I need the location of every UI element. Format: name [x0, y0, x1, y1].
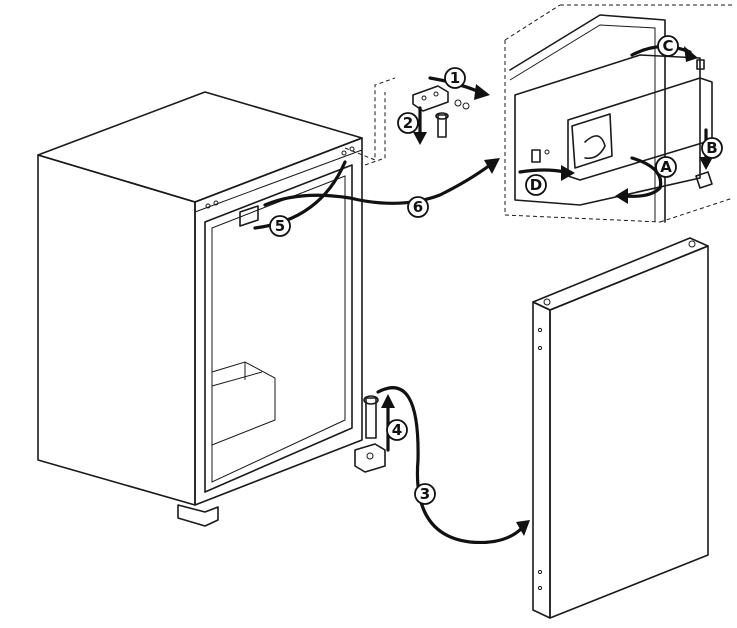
arrowhead-icon	[699, 157, 713, 170]
door-hole-icon	[537, 569, 543, 575]
step-label-4: 4	[392, 421, 402, 439]
step-label-6: 6	[413, 198, 423, 216]
fridge-door	[532, 237, 709, 619]
cabinet-top	[37, 91, 363, 203]
screw-icon	[421, 95, 427, 101]
handle-clip	[695, 171, 713, 189]
hole-icon	[205, 203, 211, 209]
hinge-pin	[365, 397, 377, 439]
hinge-bolt	[437, 114, 447, 138]
crisper-edge	[211, 371, 263, 387]
hinge-pin-head	[363, 395, 379, 405]
detail-label-c: C	[662, 37, 673, 55]
step-badge-6: 6	[407, 196, 429, 218]
detail-label-a: A	[660, 158, 672, 176]
detail-border-bottom	[659, 197, 734, 223]
fridge-cabinet	[37, 91, 386, 527]
screw-icon	[462, 102, 470, 110]
screw-icon	[544, 149, 550, 155]
clip-bracket	[239, 205, 259, 227]
door-top-edge	[532, 237, 709, 311]
step-label-1: 1	[450, 69, 460, 87]
hinge-bolt-head	[435, 112, 449, 120]
step-badge-2: 2	[397, 112, 419, 134]
handle-grip-curve	[584, 135, 606, 160]
step-badge-4: 4	[386, 419, 408, 441]
detail-badge-b: B	[701, 137, 723, 159]
handle-cap	[531, 149, 541, 163]
step-label-2: 2	[403, 114, 413, 132]
arrow-step6	[263, 163, 492, 207]
cabinet-side	[37, 154, 196, 506]
cabinet-foot-left	[177, 504, 219, 527]
handle-detail	[504, 4, 734, 223]
door-hole-icon	[688, 240, 696, 248]
detail-border-left	[504, 40, 661, 223]
step-badge-1: 1	[444, 67, 466, 89]
arrow-detail-a	[623, 156, 663, 198]
detail-border-top	[504, 4, 561, 41]
arrowhead-icon	[516, 520, 530, 536]
door-hole-icon	[543, 298, 551, 306]
arrow-step5	[253, 160, 347, 230]
arrows	[253, 45, 713, 545]
arrow-step3	[376, 386, 524, 545]
dash-leader-2	[364, 92, 386, 166]
door-face	[549, 245, 709, 619]
top-rim	[194, 149, 363, 213]
bottom-hinge	[354, 443, 386, 473]
detail-label-b: B	[706, 139, 717, 157]
arrow-detail-d	[518, 168, 567, 174]
top-hinge-plate	[412, 85, 449, 112]
hole-icon	[341, 150, 347, 156]
crisper-box	[211, 361, 276, 446]
step-label-3: 3	[420, 485, 430, 503]
detail-badge-d: D	[525, 174, 547, 196]
screw-icon	[433, 91, 439, 97]
door-hole-icon	[537, 345, 543, 351]
detail-label-d: D	[530, 176, 542, 194]
arrowhead-icon	[474, 84, 490, 100]
handle-grip	[571, 113, 613, 169]
arrowhead-icon	[484, 158, 500, 174]
arrowhead-icon	[381, 394, 395, 408]
cap-screw	[696, 59, 705, 70]
dash-leader	[344, 77, 396, 161]
arrowhead-icon	[615, 188, 628, 204]
cabinet-opening	[204, 164, 353, 493]
step-badge-5: 5	[269, 215, 291, 237]
arrowhead-icon	[413, 132, 427, 145]
door-hole-icon	[537, 327, 543, 333]
arrowhead-icon	[684, 46, 698, 62]
cabinet-front	[194, 137, 363, 506]
top-hinge-detail	[344, 77, 470, 166]
hinge-screw	[366, 452, 374, 460]
door-handle	[567, 77, 713, 181]
step-badge-3: 3	[414, 483, 436, 505]
detail-cabinet-edge	[509, 14, 666, 223]
arrowhead-icon	[561, 165, 575, 181]
detail-door-panel	[514, 54, 701, 206]
hole-icon	[213, 200, 219, 206]
door-hole-icon	[537, 585, 543, 591]
detail-cabinet-inner	[509, 24, 656, 222]
screw-icon	[454, 99, 462, 107]
detail-badge-a: A	[655, 156, 677, 178]
detail-badge-c: C	[657, 35, 679, 57]
step-label-5: 5	[275, 217, 285, 235]
